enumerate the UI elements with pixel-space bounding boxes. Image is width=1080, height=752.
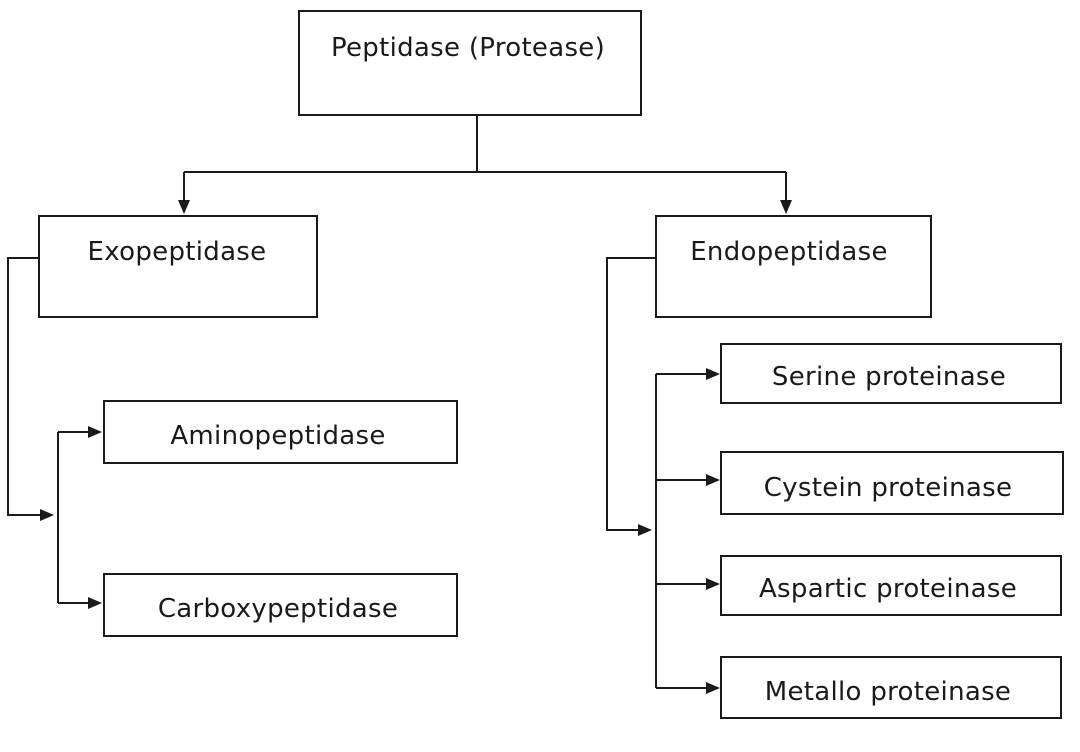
node-carboxypeptidase-box (103, 573, 458, 637)
arrowhead-cystein (706, 474, 720, 486)
node-exopeptidase: Exopeptidase (38, 215, 318, 318)
node-metallo-proteinase-label: Metallo proteinase (765, 677, 1011, 707)
connector-exo-loop (7, 257, 42, 516)
node-endopeptidase-box (655, 215, 932, 318)
node-aspartic-proteinase: Aspartic proteinase (720, 555, 1062, 616)
arrowhead-aspartic (706, 578, 720, 590)
arrowhead-aminopeptidase (88, 426, 102, 438)
node-aminopeptidase: Aminopeptidase (103, 400, 458, 464)
arrowhead-endopeptidase (780, 200, 792, 214)
arrowhead-carboxypeptidase (88, 597, 102, 609)
node-serine-proteinase: Serine proteinase (720, 343, 1062, 404)
arrowhead-serine (706, 368, 720, 380)
node-peptidase: Peptidase (Protease) (298, 10, 642, 116)
connector-endo-loop (606, 257, 656, 531)
node-carboxypeptidase-label: Carboxypeptidase (158, 594, 398, 624)
node-peptidase-box (298, 10, 642, 116)
node-aspartic-proteinase-box (720, 555, 1062, 616)
node-cystein-proteinase-label: Cystein proteinase (764, 473, 1013, 503)
connectors (7, 115, 792, 694)
node-serine-proteinase-box (720, 343, 1062, 404)
node-cystein-proteinase-box (720, 451, 1064, 515)
node-serine-proteinase-label: Serine proteinase (772, 362, 1006, 392)
node-metallo-proteinase: Metallo proteinase (720, 656, 1062, 719)
node-aminopeptidase-label: Aminopeptidase (170, 421, 385, 451)
arrowhead-exopeptidase (178, 200, 190, 214)
node-endopeptidase-label: Endopeptidase (690, 237, 888, 267)
arrowhead-exo-bus (40, 509, 54, 521)
node-metallo-proteinase-box (720, 656, 1062, 719)
node-endopeptidase: Endopeptidase (655, 215, 932, 318)
arrowhead-endo-bus (638, 524, 652, 536)
node-aminopeptidase-box (103, 400, 458, 464)
node-carboxypeptidase: Carboxypeptidase (103, 573, 458, 637)
node-peptidase-label: Peptidase (Protease) (331, 33, 605, 63)
node-exopeptidase-box (38, 215, 318, 318)
node-aspartic-proteinase-label: Aspartic proteinase (759, 574, 1017, 604)
node-cystein-proteinase: Cystein proteinase (720, 451, 1064, 515)
node-exopeptidase-label: Exopeptidase (88, 237, 267, 267)
arrowhead-metallo (706, 682, 720, 694)
